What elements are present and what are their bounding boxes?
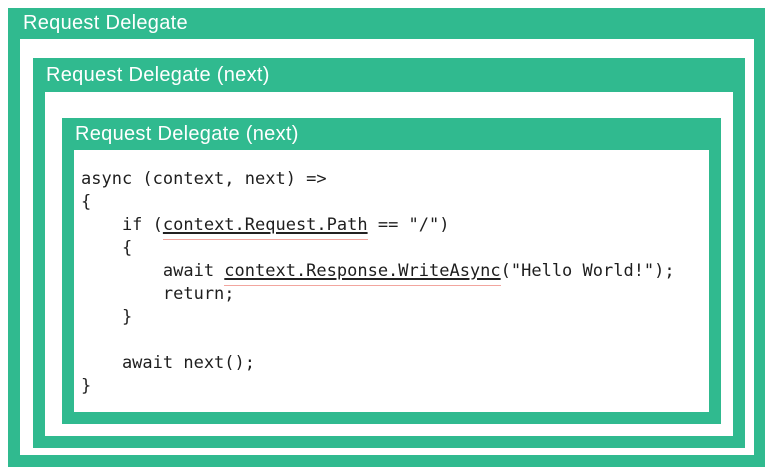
request-delegate-middle-title: Request Delegate (next) xyxy=(46,63,270,86)
request-delegate-middle-header: Request Delegate (next) xyxy=(33,58,745,92)
code-line: { xyxy=(81,191,709,214)
request-delegate-inner-header: Request Delegate (next) xyxy=(62,118,721,150)
code-block: async (context, next) =>{ if (context.Re… xyxy=(74,150,709,398)
code-token: async (context, next) => xyxy=(81,169,327,189)
code-token: == "/") xyxy=(367,215,450,235)
request-delegate-middle-body: Request Delegate (next) async (context, … xyxy=(45,92,733,436)
code-token: return; xyxy=(81,284,235,304)
request-delegate-middle-box: Request Delegate (next) Request Delegate… xyxy=(33,58,745,448)
code-token: } xyxy=(81,376,92,396)
request-delegate-outer-body: Request Delegate (next) Request Delegate… xyxy=(20,39,754,455)
code-token: await xyxy=(81,261,225,281)
request-delegate-inner-body: async (context, next) =>{ if (context.Re… xyxy=(74,150,709,412)
request-delegate-outer-header: Request Delegate xyxy=(8,8,765,39)
code-token-underlined: context.Response.WriteAsync xyxy=(224,261,501,286)
code-line: { xyxy=(81,237,709,260)
code-token-underlined: context.Request.Path xyxy=(162,215,368,240)
code-line: } xyxy=(81,375,709,398)
code-line: async (context, next) => xyxy=(81,168,709,191)
code-token: if ( xyxy=(81,215,163,235)
code-line: return; xyxy=(81,283,709,306)
code-line: await next(); xyxy=(81,352,709,375)
code-line: await context.Response.WriteAsync("Hello… xyxy=(81,260,709,286)
code-line: if (context.Request.Path == "/") xyxy=(81,214,709,240)
request-delegate-outer-box: Request Delegate Request Delegate (next)… xyxy=(8,8,765,467)
code-line: } xyxy=(81,306,709,329)
request-delegate-inner-title: Request Delegate (next) xyxy=(75,122,299,145)
request-delegate-inner-box: Request Delegate (next) async (context, … xyxy=(62,118,721,424)
code-line xyxy=(81,329,709,352)
code-token: ("Hello World!"); xyxy=(500,261,675,281)
request-delegate-outer-title: Request Delegate xyxy=(23,12,188,34)
code-token: { xyxy=(81,192,92,212)
code-token: { xyxy=(81,238,133,258)
code-token: } xyxy=(81,307,133,327)
code-token: await next(); xyxy=(81,353,255,373)
